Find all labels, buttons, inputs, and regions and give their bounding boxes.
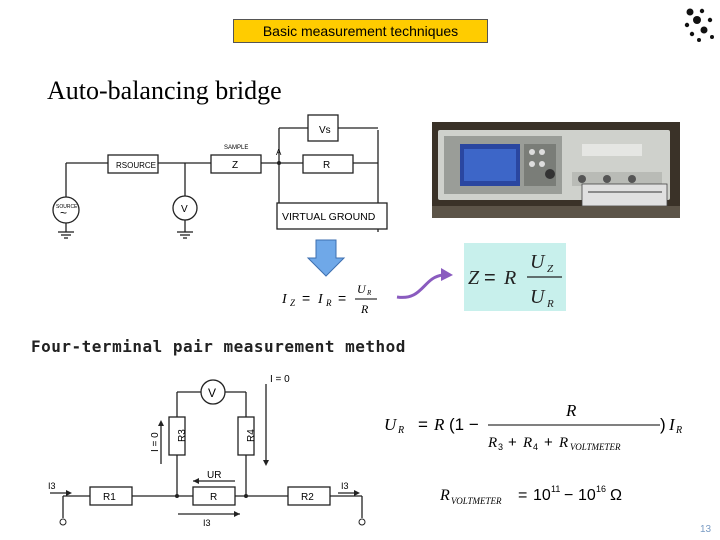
- i3-left-label: I3: [48, 481, 56, 491]
- svg-text:−: −: [564, 487, 573, 504]
- svg-text:16: 16: [596, 484, 606, 494]
- svg-text:R: R: [433, 415, 445, 434]
- svg-text:R: R: [366, 289, 372, 297]
- i-zero-left-label: I = 0: [150, 432, 161, 452]
- dot-grid-logo-icon: [684, 8, 714, 42]
- svg-text:U: U: [530, 286, 546, 308]
- svg-text:I: I: [317, 292, 324, 307]
- svg-text:): ): [660, 415, 666, 434]
- page-number: 13: [700, 524, 712, 535]
- svg-text:U: U: [357, 282, 367, 296]
- svg-text:=: =: [418, 415, 428, 434]
- svg-text:U: U: [530, 251, 546, 273]
- impedance-formula-box: Z = R U Z U R: [464, 243, 566, 311]
- svg-text:U: U: [384, 415, 398, 434]
- down-arrow-icon: [306, 239, 346, 277]
- four-terminal-heading: Four-terminal pair measurement method: [31, 337, 406, 356]
- svg-text:R: R: [522, 435, 532, 451]
- vs-label: Vs: [319, 125, 331, 136]
- svg-text:Z: Z: [290, 298, 296, 308]
- r-four-terminal-label: R: [210, 492, 217, 503]
- z-label: Z: [232, 160, 238, 171]
- current-equality-formula: I Z = I R = U R R: [282, 282, 377, 316]
- svg-text:VOLTMETER: VOLTMETER: [451, 496, 502, 506]
- svg-text:Ω: Ω: [610, 487, 622, 504]
- r3-label: R3: [177, 429, 188, 442]
- i3-right-label: I3: [341, 481, 349, 491]
- svg-text:+: +: [544, 434, 553, 451]
- svg-text:R: R: [360, 302, 369, 316]
- svg-text:=: =: [302, 290, 310, 306]
- svg-text:Z: Z: [468, 267, 480, 289]
- svg-text:(1 −: (1 −: [449, 415, 479, 434]
- svg-text:~: ~: [60, 206, 67, 220]
- curved-arrow-icon: [396, 268, 453, 299]
- sample-label: SAMPLE: [224, 145, 248, 151]
- r-label: R: [323, 160, 330, 171]
- r1-label: R1: [103, 492, 116, 503]
- svg-text:R: R: [675, 425, 682, 436]
- virtual-ground-label: VIRTUAL GROUND: [282, 211, 376, 223]
- svg-text:R: R: [565, 401, 577, 420]
- svg-text:I: I: [668, 415, 676, 434]
- auto-balancing-bridge-circuit: Vs SAMPLE A RSOURCE Z R SOURCE ~ V VIRTU…: [52, 114, 388, 239]
- svg-text:11: 11: [551, 484, 560, 494]
- section-heading: Auto-balancing bridge: [47, 76, 282, 105]
- svg-text:R: R: [503, 267, 516, 289]
- ur-label: UR: [207, 470, 221, 481]
- svg-text:=: =: [518, 487, 527, 504]
- voltmeter-label: V: [181, 204, 188, 215]
- svg-text:VOLTMETER: VOLTMETER: [570, 442, 621, 452]
- svg-text:10: 10: [578, 487, 596, 504]
- r-voltmeter-range-formula: R VOLTMETER = 10 11 − 10 16 Ω: [440, 484, 622, 506]
- svg-text:R: R: [558, 435, 568, 451]
- source-label: SOURCE: [56, 204, 78, 210]
- svg-text:R: R: [440, 487, 450, 504]
- four-terminal-voltmeter-label: V: [208, 386, 216, 400]
- svg-text:I: I: [282, 292, 288, 307]
- impedance-analyzer-photo: [432, 122, 680, 218]
- i-zero-top-label: I = 0: [270, 374, 290, 385]
- svg-text:Z: Z: [547, 263, 554, 275]
- i3-bottom-label: I3: [203, 518, 211, 528]
- node-a-label: A: [276, 148, 282, 157]
- r2-label: R2: [301, 492, 314, 503]
- svg-text:10: 10: [533, 487, 551, 504]
- svg-text:R: R: [487, 435, 497, 451]
- r4-label: R4: [246, 429, 257, 442]
- svg-text:R: R: [546, 298, 554, 310]
- svg-text:+: +: [508, 434, 517, 451]
- r-source-label: RSOURCE: [116, 161, 156, 170]
- svg-text:R: R: [325, 298, 332, 308]
- four-terminal-circuit: V I = 0 I = 0 R3 R4 UR I3 I3 I3 R1 R R2: [48, 374, 366, 528]
- svg-text:4: 4: [533, 442, 538, 452]
- svg-text:R: R: [397, 425, 404, 436]
- ur-formula: U R = R (1 − R R 3 + R 4 + R VOLTMETER )…: [384, 401, 682, 452]
- svg-text:=: =: [338, 290, 346, 306]
- svg-text:3: 3: [498, 442, 503, 452]
- svg-text:=: =: [484, 267, 496, 289]
- slide-title: Basic measurement techniques: [233, 19, 488, 43]
